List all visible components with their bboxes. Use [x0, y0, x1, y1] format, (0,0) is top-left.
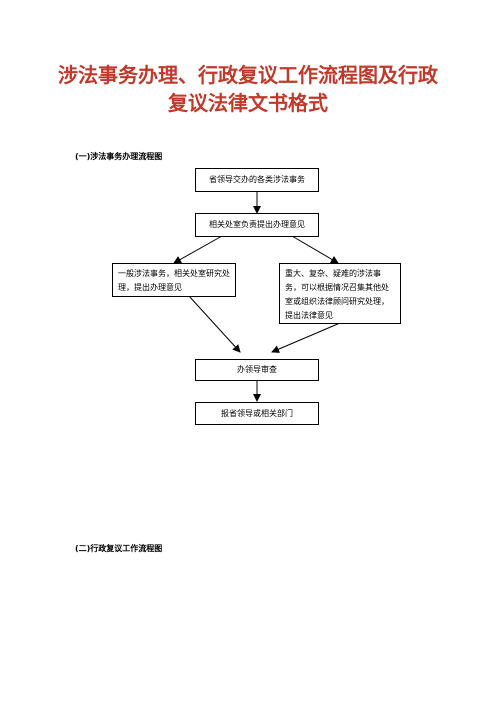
flow-node-dept-opinion-text: 相关处室负责提出办理意见: [209, 220, 305, 229]
flow-node-start-text: 省领导交办的各类涉法事务: [209, 175, 305, 184]
flow-node-general-affairs: 一般涉法事务，相关处室研究处理，提出办理意见: [112, 263, 236, 297]
flow-node-leader-review-text: 办领导审查: [237, 365, 277, 374]
section-heading-legal-affairs-flowchart: (一)涉法事务办理流程图: [75, 152, 163, 161]
flow-node-major-affairs-text: 重大、复杂、疑难的涉法事务，可以根据情况召集其他处室或组织法律顾问研究处理，提出…: [285, 269, 389, 320]
arrow-dept-to-major: [291, 235, 339, 264]
arrow-dept-to-general: [173, 235, 223, 264]
flow-node-leader-review: 办领导审查: [195, 359, 319, 381]
flow-node-general-affairs-text: 一般涉法事务，相关处室研究处理，提出办理意见: [118, 269, 230, 292]
document-title-line-1: 涉法事务办理、行政复议工作流程图及行政: [58, 63, 438, 87]
arrow-general-to-review: [188, 295, 241, 353]
document-title-line-2: 复议法律文书格式: [168, 91, 328, 115]
flow-node-start: 省领导交办的各类涉法事务: [195, 168, 319, 192]
flow-node-report-text: 报省领导或相关部门: [221, 408, 293, 418]
flow-node-major-affairs: 重大、复杂、疑难的涉法事务，可以根据情况召集其他处室或组织法律顾问研究处理，提出…: [279, 263, 401, 324]
section-heading-admin-review-flowchart: (二)行政复议工作流程图: [75, 544, 163, 553]
arrow-major-to-review: [271, 322, 341, 353]
flow-node-dept-opinion: 相关处室负责提出办理意见: [195, 213, 319, 237]
flow-node-report: 报省领导或相关部门: [195, 402, 319, 425]
